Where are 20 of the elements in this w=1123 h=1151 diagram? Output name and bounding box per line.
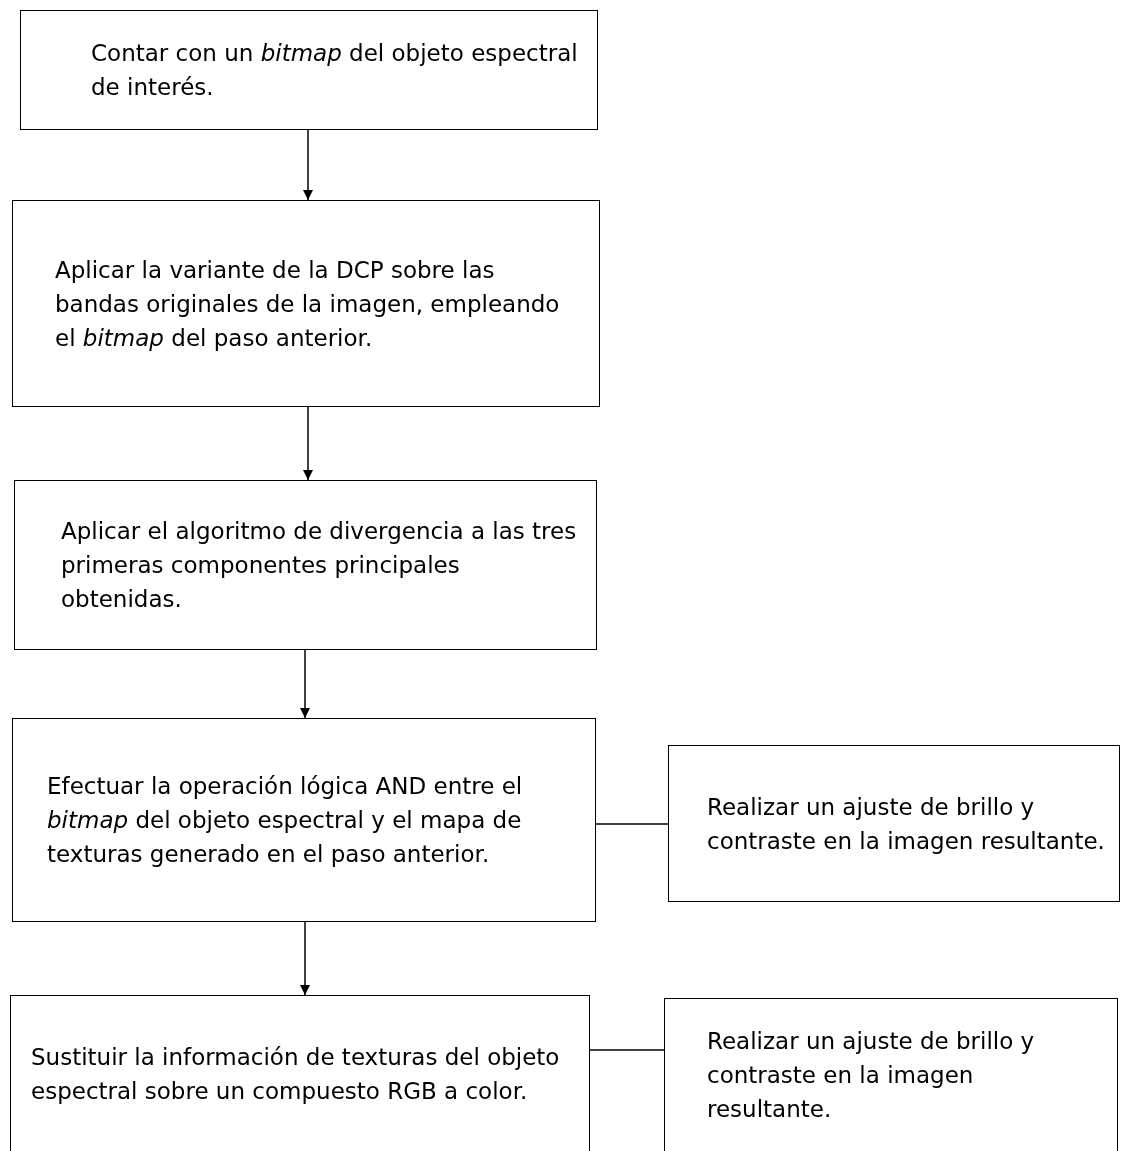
- arrow: [303, 406, 313, 481]
- arrow: [300, 649, 310, 719]
- connector-line: [595, 823, 669, 825]
- step-text: Aplicar la variante de la DCP sobre las bandas originales de la imagen, empleando el bitmap del paso anterior.: [55, 255, 561, 353]
- process-box: [12, 718, 596, 922]
- step-text: Contar con un bitmap del objeto espectral de interés.: [91, 39, 579, 102]
- step-text: Efectuar la operación lógica AND entre el bitmap del objeto espectral y el mapa de texturas generado en el paso anterior.: [47, 772, 524, 869]
- process-box: [12, 200, 600, 407]
- process-box: [20, 10, 598, 130]
- step-text: Sustituir la información de texturas del objeto espectral sobre un compuesto RGB a color.: [31, 1042, 561, 1106]
- process-box: [10, 995, 590, 1151]
- process-box: [14, 480, 597, 650]
- step-text: Aplicar el algoritmo de divergencia a las tres primeras componentes principales obtenidas.: [61, 517, 578, 614]
- process-box: [664, 998, 1118, 1151]
- connector-line: [589, 1049, 665, 1051]
- arrow: [300, 921, 310, 996]
- arrow: [303, 129, 313, 201]
- step-text: Realizar un ajuste de brillo y contraste en la imagen resultante.: [707, 1027, 1036, 1124]
- step-text: Realizar un ajuste de brillo y contraste en la imagen resultante.: [707, 792, 1105, 856]
- process-box: [668, 745, 1120, 902]
